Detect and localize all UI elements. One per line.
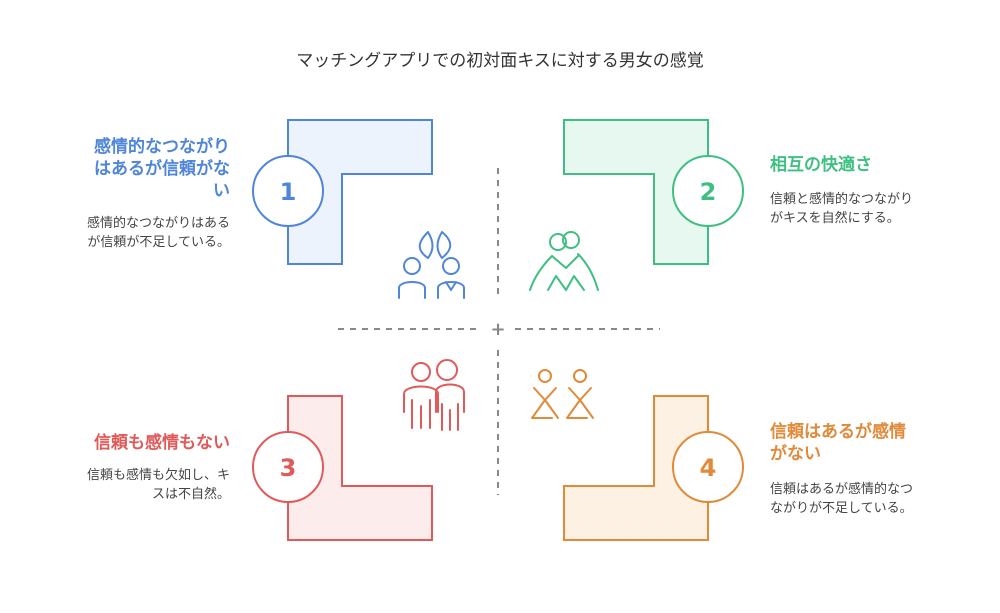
axis-cross-mark: + — [490, 319, 505, 340]
quadrant-3-heading-line: 信頼も感情もない — [94, 433, 230, 453]
two-people-heartbroken-icon — [398, 231, 465, 299]
quadrant-1-heading: 感情的なつながり はあるが信頼がな い — [20, 136, 230, 202]
quadrant-1-description-line: が信頼が不足している。 — [87, 235, 230, 250]
quadrant-4-heading: 信頼はあるが感情 がない — [770, 421, 980, 465]
two-people-distant-icon — [403, 359, 465, 431]
quadrant-2-heading: 相互の快適さ — [770, 154, 980, 176]
quadrant-2-heading-line: 相互の快適さ — [770, 155, 872, 175]
quadrant-2-description-line: がキスを自然にする。 — [770, 211, 900, 226]
two-people-embracing-icon — [529, 231, 599, 291]
quadrant-3-description: 信頼も感情も欠如し、キ スは不自然。 — [20, 466, 230, 504]
quadrant-1-heading-line: はあるが信頼がな — [94, 159, 230, 179]
quadrant-3-description-line: スは不自然。 — [151, 487, 230, 502]
quadrant-4-number: 4 — [700, 454, 717, 482]
quadrant-1-description: 感情的なつながりはある が信頼が不足している。 — [20, 214, 230, 252]
quadrant-1-shape — [287, 119, 433, 265]
quadrant-3-description-line: 信頼も感情も欠如し、キ — [86, 468, 230, 483]
quadrant-2-shape — [563, 119, 709, 265]
quadrant-2-description: 信頼と感情的なつながり がキスを自然にする。 — [770, 190, 980, 228]
quadrant-4-heading-line: 信頼はあるが感情 — [770, 422, 906, 442]
quadrant-4-description: 信頼はあるが感情的なつ ながりが不足している。 — [770, 480, 980, 518]
page-title: マッチングアプリでの初対面キスに対する男女の感覚 — [296, 51, 704, 71]
quadrant-1-badge — [252, 155, 324, 227]
quadrant-3-heading: 信頼も感情もない — [20, 432, 230, 454]
quadrant-2-description-line: 信頼と感情的なつながり — [770, 192, 914, 207]
quadrant-3-badge — [252, 431, 324, 503]
quadrant-4-shape — [563, 395, 709, 541]
quadrant-4-description-line: 信頼はあるが感情的なつ — [770, 482, 914, 497]
two-people-cheering-icon — [531, 369, 594, 419]
quadrant-1-description-line: 感情的なつながりはある — [86, 216, 230, 231]
quadrant-4-description-line: ながりが不足している。 — [770, 501, 913, 516]
quadrant-1-heading-line: 感情的なつながり — [94, 137, 230, 157]
quadrant-2-number: 2 — [700, 178, 717, 206]
quadrant-4-badge — [672, 431, 744, 503]
quadrant-1-heading-line: い — [213, 181, 230, 201]
quadrant-3-shape — [287, 395, 433, 541]
quadrant-2-badge — [672, 155, 744, 227]
quadrant-1-number: 1 — [280, 178, 297, 206]
quadrant-3-number: 3 — [280, 454, 297, 482]
quadrant-4-heading-line: がない — [770, 444, 821, 464]
